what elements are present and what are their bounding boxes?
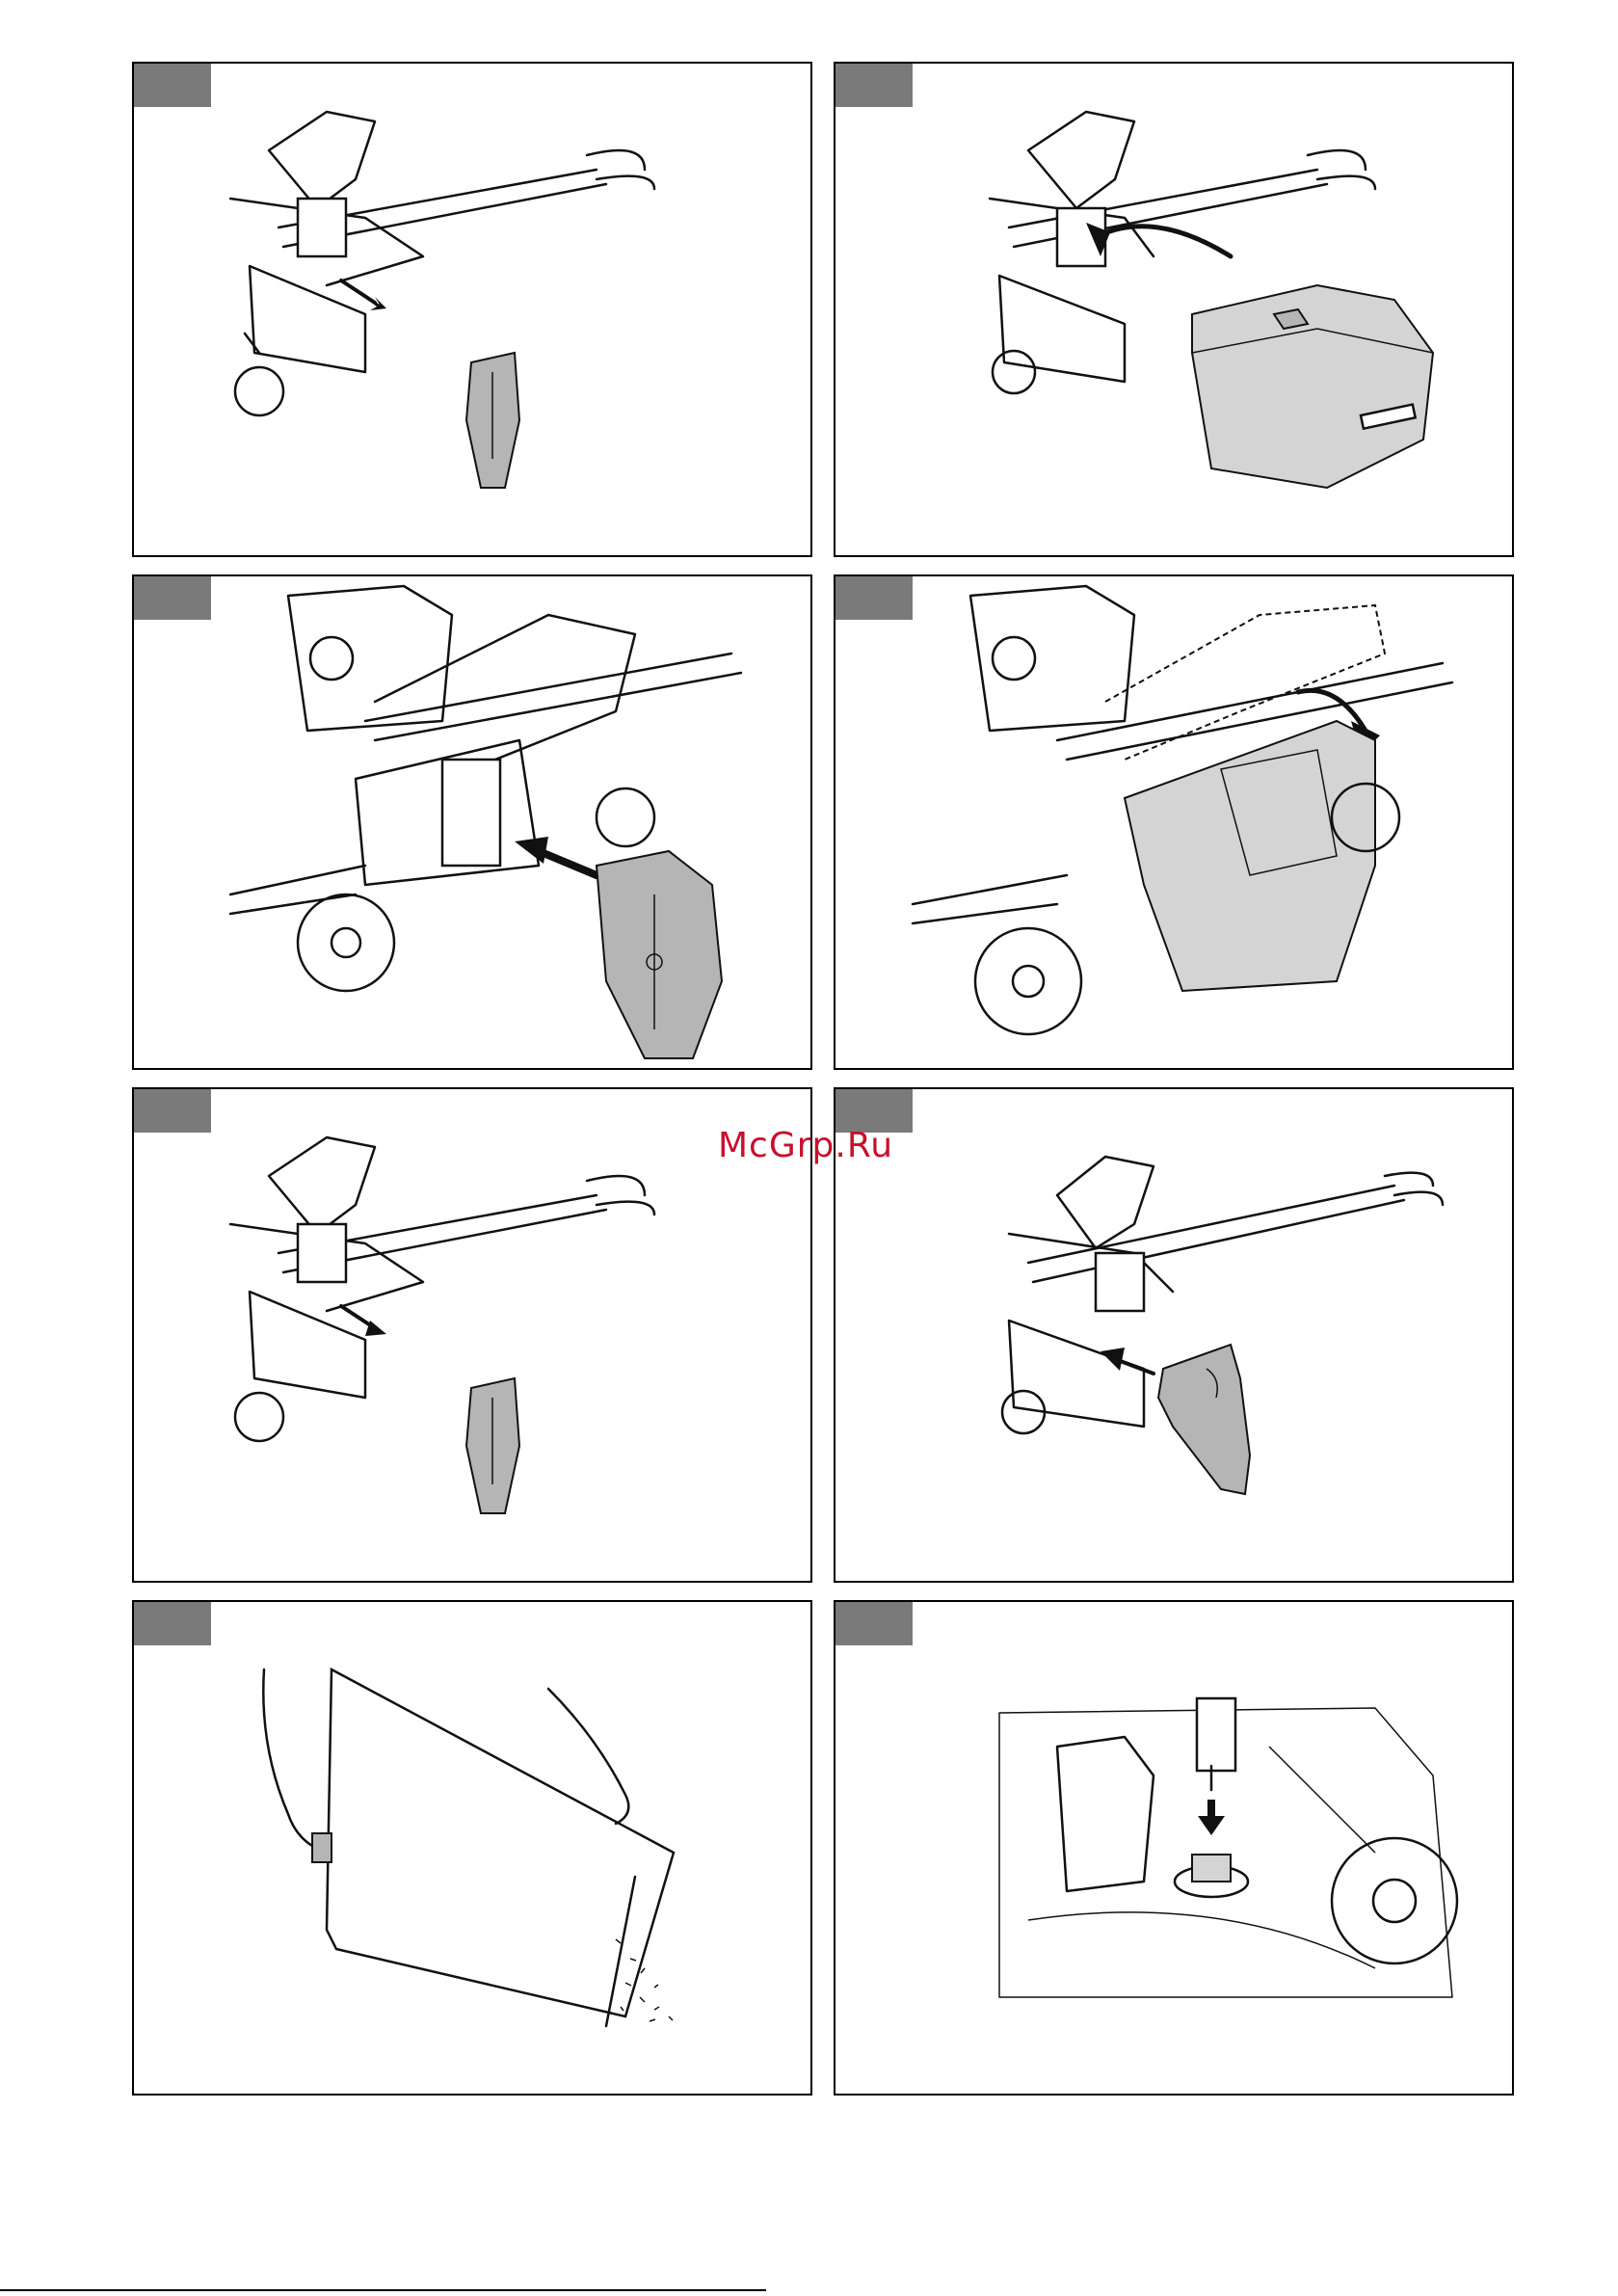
mower-remove-mulching-insert-icon xyxy=(134,64,814,559)
figure-panel-3 xyxy=(132,574,812,1070)
mower-grass-catcher-installed-closeup-icon xyxy=(836,576,1516,1072)
figure-panel-1 xyxy=(132,62,812,557)
footer-rule xyxy=(0,2289,766,2291)
mower-insert-side-deflector-icon xyxy=(836,1089,1516,1585)
mower-remove-mulching-insert-icon xyxy=(134,1089,814,1585)
figure-panel-4 xyxy=(834,574,1514,1070)
figure-panel-7 xyxy=(132,1600,812,2096)
figure-panel-2 xyxy=(834,62,1514,557)
hose-connector-washing-port-icon xyxy=(836,1602,1516,2097)
mower-insert-mulching-plug-closeup-icon xyxy=(134,576,814,1072)
figure-panel-5 xyxy=(132,1087,812,1583)
empty-grass-catcher-icon xyxy=(134,1602,814,2097)
figure-panel-6 xyxy=(834,1087,1514,1583)
figure-panel-8 xyxy=(834,1600,1514,2096)
watermark: McGrp.Ru xyxy=(718,1126,893,1165)
mower-attach-grass-catcher-icon xyxy=(836,64,1516,559)
